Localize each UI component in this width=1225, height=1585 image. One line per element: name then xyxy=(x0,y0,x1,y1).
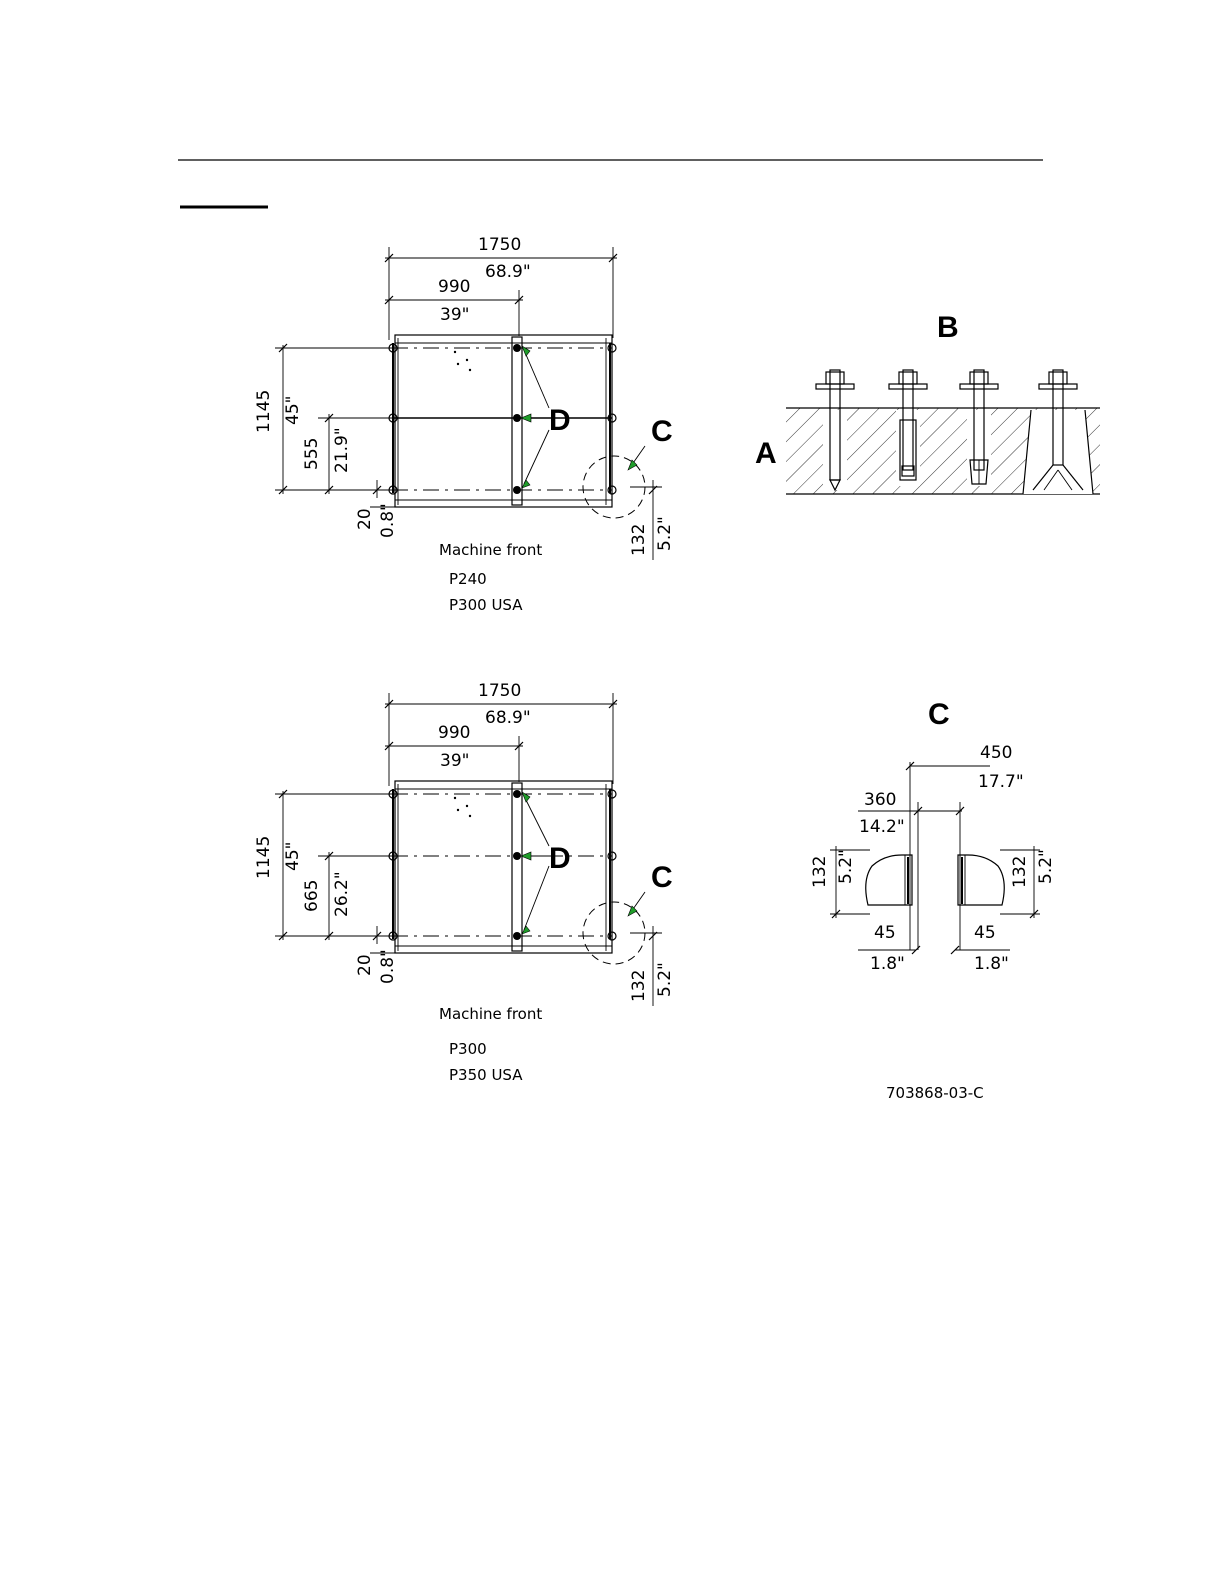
dim-132-right-in: 5.2" xyxy=(1036,849,1056,884)
dim-555-mm: 555 xyxy=(302,438,322,470)
dim-1750-mm: 1750 xyxy=(478,235,521,255)
machine-front-label-1: Machine front xyxy=(439,541,542,559)
callout-d-2: D xyxy=(549,842,571,875)
callout-c-1: C xyxy=(651,415,673,448)
dim-132-in-2: 5.2" xyxy=(655,962,675,997)
dim-1145-in: 45" xyxy=(283,396,303,425)
callout-d-1: D xyxy=(549,404,571,437)
dim-132-left-mm: 132 xyxy=(810,856,830,888)
machine-front-label-2: Machine front xyxy=(439,1005,542,1023)
detail-c-title: C xyxy=(928,698,950,731)
dim-20-mm-2: 20 xyxy=(355,954,375,976)
dim-1145-in-2: 45" xyxy=(283,842,303,871)
dim-45-right-mm: 45 xyxy=(974,923,996,943)
detail-c: C 450 17.7" 360 14.2" 132 5.2" xyxy=(810,698,1056,1102)
dim-1145-mm-2: 1145 xyxy=(254,836,274,879)
dim-360-in: 14.2" xyxy=(859,817,905,837)
anchor-section-detail: B A xyxy=(755,311,1100,494)
dim-1750-in: 68.9" xyxy=(485,262,531,282)
model-label-p300: P300 xyxy=(449,1040,487,1058)
dim-45-left-mm: 45 xyxy=(874,923,896,943)
dim-45-left-in: 1.8" xyxy=(870,954,905,974)
dim-20-in-2: 0.8" xyxy=(378,949,398,984)
model-label-p240: P240 xyxy=(449,570,487,588)
dim-555-in: 21.9" xyxy=(332,427,352,473)
dim-132-left-in: 5.2" xyxy=(836,849,856,884)
plan-view-1: 1750 68.9" 990 39" xyxy=(254,235,675,614)
drawing-number: 703868-03-C xyxy=(886,1084,984,1102)
dim-1145-mm: 1145 xyxy=(254,390,274,433)
dim-665-mm: 665 xyxy=(302,880,322,912)
title-b: B xyxy=(937,311,959,344)
dim-20-mm: 20 xyxy=(355,508,375,530)
dim-20-in: 0.8" xyxy=(378,503,398,538)
dim-450-in: 17.7" xyxy=(978,772,1024,792)
label-a: A xyxy=(755,437,777,470)
dim-132-right-mm: 132 xyxy=(1010,856,1030,888)
dim-132-mm-2: 132 xyxy=(629,970,649,1002)
dim-990-in: 39" xyxy=(440,305,469,325)
dim-132-mm: 132 xyxy=(629,524,649,556)
dim-360-mm: 360 xyxy=(864,790,896,810)
dim-45-right-in: 1.8" xyxy=(974,954,1009,974)
callout-c-2: C xyxy=(651,861,673,894)
dim-1750-in-2: 68.9" xyxy=(485,708,531,728)
dim-1750-mm-2: 1750 xyxy=(478,681,521,701)
model-label-p350-usa: P350 USA xyxy=(449,1066,523,1084)
dim-450-mm: 450 xyxy=(980,743,1012,763)
model-label-p300-usa: P300 USA xyxy=(449,596,523,614)
dim-665-in: 26.2" xyxy=(332,871,352,917)
dim-132-in: 5.2" xyxy=(655,516,675,551)
dim-990-in-2: 39" xyxy=(440,751,469,771)
plan-view-2: 1750 68.9" 990 39" xyxy=(254,681,675,1084)
dim-990-mm-2: 990 xyxy=(438,723,470,743)
dim-990-mm: 990 xyxy=(438,277,470,297)
